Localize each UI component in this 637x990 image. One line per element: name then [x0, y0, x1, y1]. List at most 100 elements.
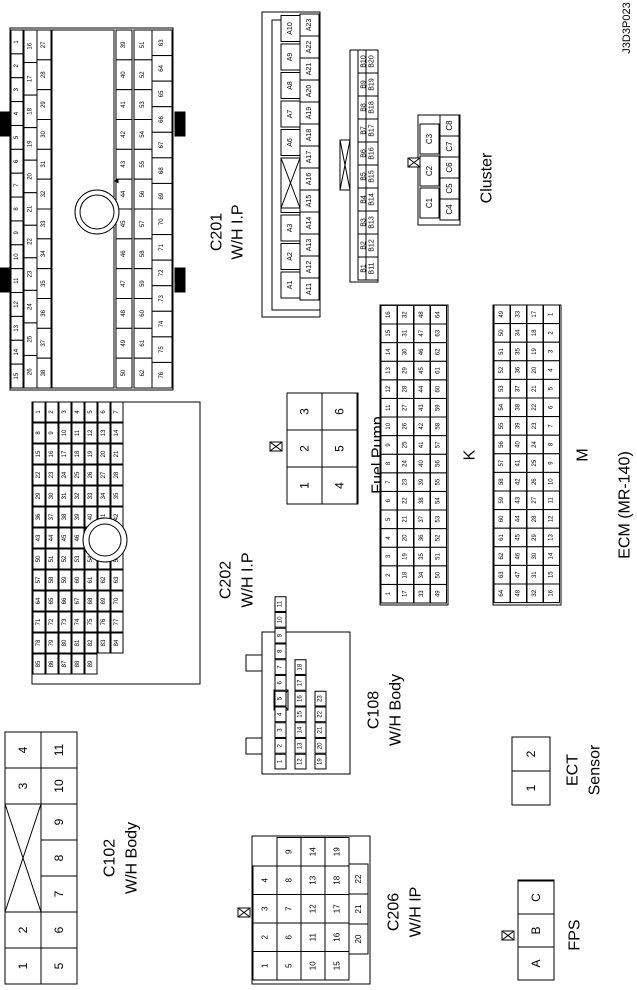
pin-number: 10 [62, 429, 68, 436]
pin-number: 14 [309, 847, 318, 856]
pin-number: 45 [121, 220, 127, 227]
pin-number: 4 [549, 368, 555, 372]
pin-number: 41 [101, 513, 107, 520]
pin-cell [324, 922, 350, 952]
pin-number: 38 [41, 369, 47, 376]
pin-cell [286, 392, 323, 431]
pin-number: 27 [532, 496, 538, 503]
pin-number: 41 [516, 459, 522, 466]
pin-number: B1 [361, 264, 368, 273]
pin-cell [84, 401, 98, 423]
c201-name: W/H I.P [230, 204, 247, 259]
pin-number: 2 [386, 573, 392, 577]
pin-cell [110, 464, 124, 486]
pin-number: 64 [36, 597, 42, 604]
pin-number: 17 [28, 75, 34, 82]
pin-number: 9 [52, 818, 66, 825]
pin-number: 13 [309, 875, 318, 884]
pin-number: 9 [49, 431, 55, 435]
pin-number: 13 [386, 367, 392, 374]
pin-cell [274, 612, 287, 628]
pin-cell [97, 464, 111, 486]
pin-cell [71, 464, 85, 486]
blank-key-line [4, 803, 42, 913]
pin-cell [299, 13, 320, 37]
pin-number: 18 [532, 329, 538, 336]
pin-cell [58, 569, 72, 591]
pin-cell [294, 675, 307, 691]
pin-cell [321, 429, 358, 468]
pin-number: 35 [419, 553, 425, 560]
c202-code: C202 [218, 561, 235, 599]
pin-number: 54 [499, 403, 505, 410]
pin-number: 40 [419, 460, 425, 467]
pin-cell [439, 114, 460, 137]
pin-number: C8 [445, 120, 454, 131]
pin-number: 89 [88, 660, 94, 667]
pin-number: 49 [436, 590, 442, 597]
pin-number: 30 [532, 552, 538, 559]
pin-number: 47 [516, 571, 522, 578]
c102-code: C102 [102, 839, 119, 877]
pin-cell [274, 738, 287, 754]
pin-number: B20 [369, 55, 376, 68]
pin-cell [294, 722, 307, 738]
pin-number: B4 [361, 195, 368, 204]
pin-cell [10, 363, 24, 389]
pin-number: B16 [369, 147, 376, 160]
pin-cell [71, 632, 85, 654]
pin-number: A13 [306, 239, 313, 252]
pin-number: B9 [361, 80, 368, 89]
pin-cell [71, 653, 85, 675]
pin-cell [45, 548, 59, 570]
pin-number: 10 [386, 422, 392, 429]
pin-number: A11 [306, 283, 313, 295]
pin-number: A9 [287, 53, 294, 62]
pin-number: 9 [386, 443, 392, 447]
pin-number: 42 [121, 130, 127, 137]
pin-number: 21 [532, 385, 538, 392]
pin-number: 19 [532, 348, 538, 355]
pin-number: 23 [318, 695, 324, 702]
pin-number: 29 [36, 492, 42, 499]
pin-cell [45, 401, 59, 423]
pin-number: 3 [386, 554, 392, 558]
pin-cell [324, 951, 350, 981]
lock-tab-line [407, 157, 421, 168]
c202-center-post-inner [88, 523, 122, 557]
pin-number: B10 [361, 55, 368, 68]
pin-number: 8 [52, 854, 66, 861]
pin-cell [294, 706, 307, 723]
pin-cell [110, 611, 124, 633]
pin-number: B2 [361, 241, 368, 250]
pin-number: 58 [436, 422, 442, 429]
pin-number: 52 [62, 555, 68, 562]
pin-cell [45, 632, 59, 654]
pin-number: 15 [386, 329, 392, 336]
pin-number: C [529, 893, 543, 902]
pin-number: 14 [14, 348, 20, 355]
pin-number: 48 [516, 589, 522, 596]
pin-number: 42 [516, 478, 522, 485]
pin-cell [430, 304, 447, 325]
pin-number: 44 [419, 385, 425, 392]
pin-number: 45 [516, 534, 522, 541]
pin-number: A8 [287, 81, 294, 90]
pin-number: 24 [62, 471, 68, 478]
pin-cell [58, 506, 72, 528]
pin-cell [151, 361, 173, 389]
pin-cell [276, 951, 302, 981]
pin-number: 7 [114, 410, 120, 414]
pin-number: 54 [140, 130, 146, 137]
pin-number: 23 [532, 422, 538, 429]
pin-number: 3 [298, 408, 312, 415]
pin-number: 3 [261, 906, 270, 911]
cluster-name: Cluster [479, 152, 496, 203]
pin-number: B11 [369, 262, 376, 274]
pin-cell [4, 911, 42, 949]
pin-cell [110, 443, 124, 465]
pin-number: 81 [75, 639, 81, 646]
pin-cell [314, 722, 327, 738]
pin-number: 25 [532, 459, 538, 466]
pin-number: 2 [49, 410, 55, 414]
